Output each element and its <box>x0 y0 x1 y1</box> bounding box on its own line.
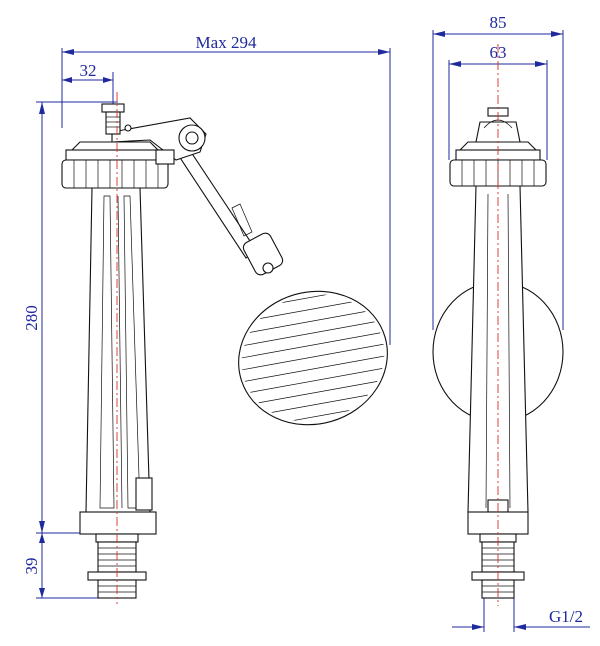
float-arm <box>174 139 284 276</box>
dimension-height: 280 <box>22 101 118 534</box>
outer-width-label: 85 <box>490 13 507 32</box>
thread-size-label: G1/2 <box>549 607 583 626</box>
valve-base <box>79 511 157 599</box>
adjust-screw <box>101 103 125 135</box>
dimension-max-length: Max 294 <box>61 33 391 345</box>
valve-front-view <box>432 44 564 606</box>
height-label: 280 <box>22 305 41 331</box>
offset-label: 32 <box>80 61 97 80</box>
valve-side-view <box>61 92 284 604</box>
dimension-offset: 32 <box>62 61 114 108</box>
float-ball-side <box>229 277 397 439</box>
valve-shaft <box>85 187 153 513</box>
dimension-outer-width: 85 <box>432 13 564 330</box>
thread-length-label: 39 <box>22 558 41 575</box>
dimension-thread-size: G1/2 <box>452 598 590 632</box>
dimension-thread-length: 39 <box>22 533 98 599</box>
valve-cap <box>61 141 175 189</box>
max-length-label: Max 294 <box>196 33 257 52</box>
